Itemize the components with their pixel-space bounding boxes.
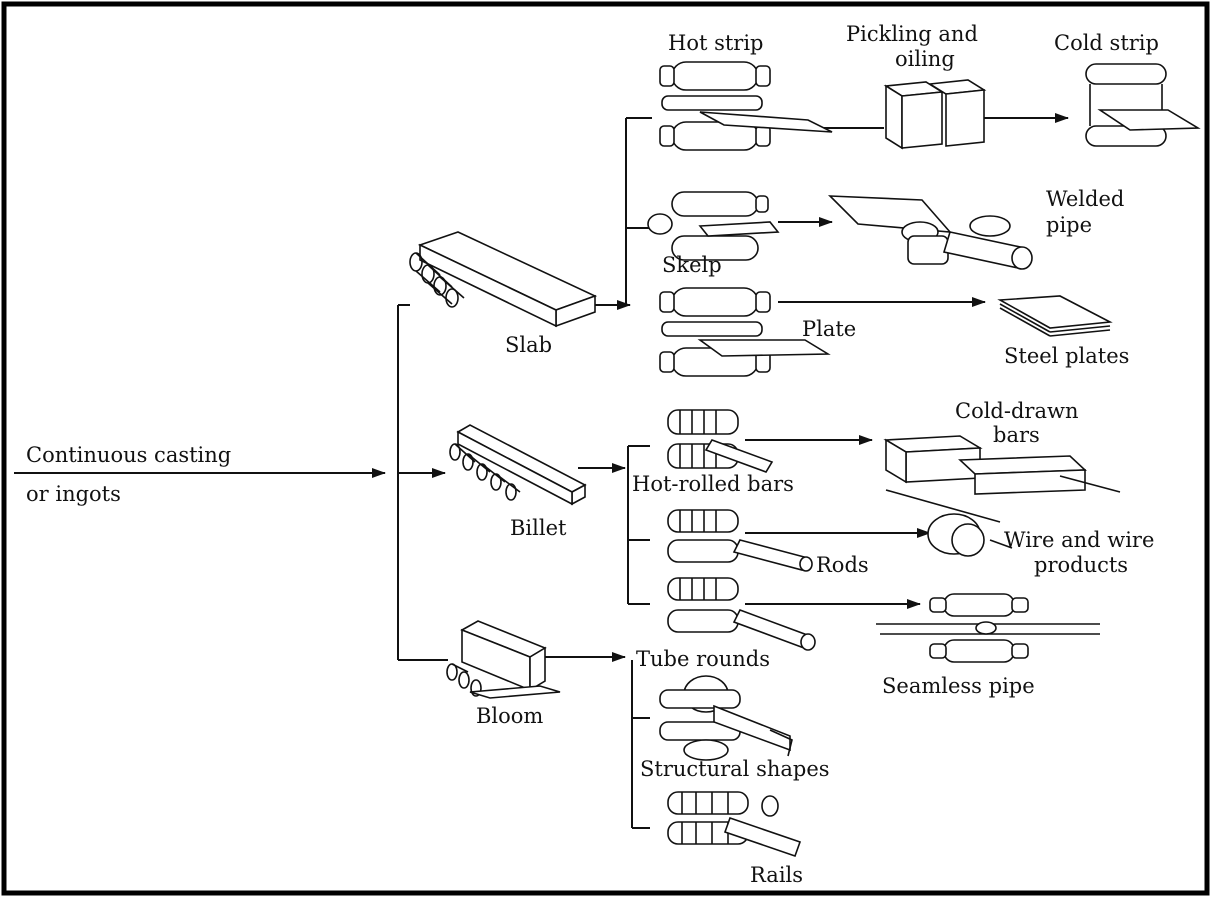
skelp-label: Skelp [662, 253, 722, 277]
rails-label: Rails [750, 863, 803, 887]
skelp-mill [648, 192, 778, 260]
billet-illustration [450, 425, 585, 504]
hot-strip-mill [660, 62, 832, 150]
slab-illustration [410, 232, 595, 326]
hot-strip-label: Hot strip [668, 31, 763, 55]
tube-rounds-mill [668, 578, 815, 650]
wire-label-line1: Wire and wire [1004, 528, 1154, 552]
cold-drawn-label-line1: Cold-drawn [955, 399, 1078, 423]
billet-label: Billet [510, 516, 567, 540]
pickling-tanks [886, 80, 984, 148]
rods-mill [668, 510, 812, 571]
source-label-line2: or ingots [26, 482, 121, 506]
hot-rolled-bars-label: Hot-rolled bars [632, 472, 794, 496]
seamless-pipe-label: Seamless pipe [882, 674, 1035, 698]
bloom-illustration [447, 621, 560, 698]
cold-strip-coil [1086, 64, 1198, 146]
wire-label-line2: products [1034, 553, 1128, 577]
pickling-label-line1: Pickling and [846, 22, 978, 46]
cold-drawn-bars-machine [886, 436, 1120, 522]
tube-rounds-label: Tube rounds [636, 647, 770, 671]
bloom-label: Bloom [476, 704, 543, 728]
steel-plates-label: Steel plates [1004, 344, 1129, 368]
cold-strip-label: Cold strip [1054, 31, 1159, 55]
pickling-label-line2: oiling [895, 47, 955, 71]
welded-pipe-machine [830, 196, 1032, 269]
welded-pipe-label-line1: Welded [1046, 187, 1124, 211]
labels: Continuous casting or ingots Slab Billet… [26, 22, 1159, 887]
steel-plates-stack [1000, 296, 1110, 336]
source-label-line1: Continuous casting [26, 443, 231, 467]
rods-label: Rods [816, 553, 869, 577]
structural-shapes-mill [660, 676, 792, 760]
welded-pipe-label-line2: pipe [1046, 213, 1092, 237]
plate-label: Plate [802, 317, 856, 341]
rails-mill [668, 792, 800, 856]
cold-drawn-label-line2: bars [993, 423, 1040, 447]
slab-label: Slab [505, 333, 552, 357]
wire-coil [928, 514, 1012, 556]
structural-shapes-label: Structural shapes [640, 757, 830, 781]
